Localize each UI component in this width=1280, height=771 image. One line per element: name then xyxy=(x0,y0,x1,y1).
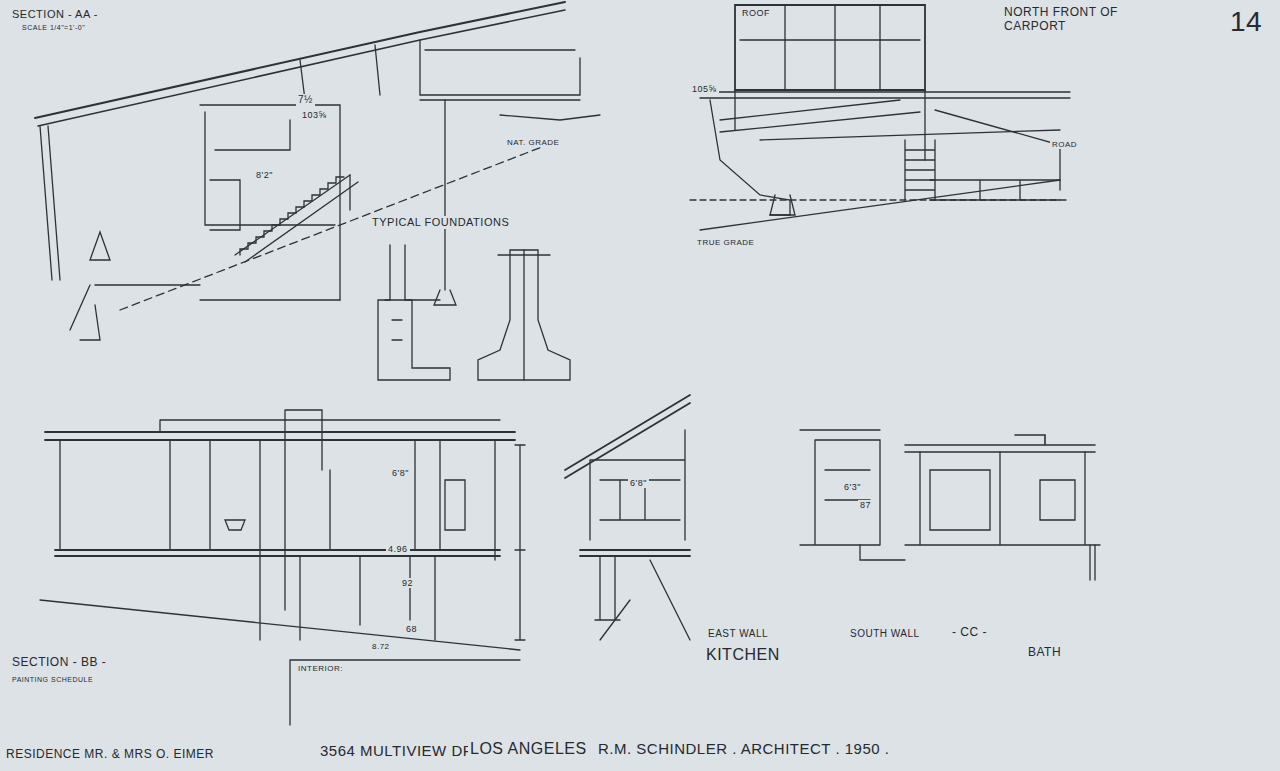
drawing-label: 3564 MULTIVIEW DR. xyxy=(318,742,481,759)
drawing-label: TYPICAL FOUNDATIONS xyxy=(370,216,511,229)
drawing-label: 103⅝ xyxy=(300,110,329,120)
drawing-label: SECTION - BB - xyxy=(10,656,108,670)
drawing-label: R.M. SCHINDLER . ARCHITECT . 1950 . xyxy=(596,740,891,757)
drawing-label: RESIDENCE MR. & MRS O. EIMER xyxy=(4,748,216,762)
drawing-label: 7½ xyxy=(296,94,315,106)
drawing-label: LOS ANGELES xyxy=(468,740,589,758)
drawing-label: 14 xyxy=(1228,6,1264,38)
drawing-label: 6'8" xyxy=(390,468,411,478)
drawing-label: NAT. GRADE xyxy=(505,138,561,147)
drawing-label: ROOF xyxy=(740,8,772,18)
drawing-label: ROAD xyxy=(1050,140,1079,149)
drawing-label: SECTION - AA - xyxy=(10,8,100,21)
drawing-label: BATH xyxy=(1026,646,1063,660)
drawing-label: INTERIOR: xyxy=(296,664,345,673)
drawing-label: 8.72 xyxy=(370,642,392,651)
drawing-label: 8'2" xyxy=(254,170,275,180)
drawing-label: 105⅝ xyxy=(690,84,719,94)
drawing-label: 6'8" xyxy=(628,478,649,488)
drawing-label: SCALE 1/4"=1'-0" xyxy=(20,24,87,32)
drawing-label: 92 xyxy=(400,578,415,588)
drawing-label: NORTH FRONT OF CARPORT xyxy=(1002,6,1146,34)
drawing-label: PAINTING SCHEDULE xyxy=(10,676,95,684)
drawing-label: 6'3" xyxy=(842,482,863,492)
drawing-label: 68 xyxy=(404,624,419,634)
drawing-label: TRUE GRADE xyxy=(695,238,756,247)
drawing-label: SOUTH WALL xyxy=(848,628,922,640)
drawing-label: 87 xyxy=(858,500,873,510)
drawing-label: - CC - xyxy=(950,626,989,640)
drawing-label: 4.96 xyxy=(386,544,410,554)
drawing-label: KITCHEN xyxy=(704,646,782,664)
drawing-label: EAST WALL xyxy=(706,628,770,640)
